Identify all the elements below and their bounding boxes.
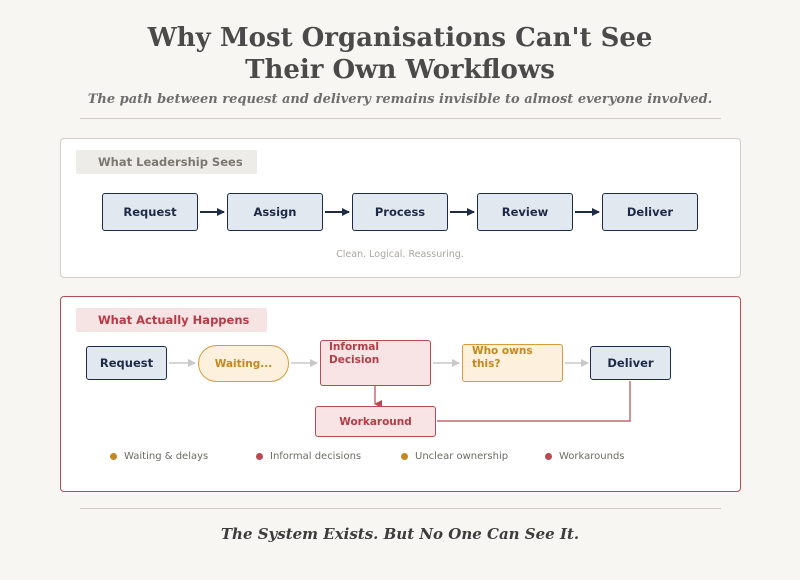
actual-node-deliver: Deliver: [590, 346, 671, 380]
actual-node-informal-decision: Informal Decision: [320, 340, 431, 386]
actual-node-request: Request: [86, 346, 167, 380]
title-line-2: Their Own Workflows: [245, 55, 555, 85]
header-divider: [80, 118, 721, 119]
page-subtitle: The path between request and delivery re…: [87, 92, 713, 107]
legend-item-ownership: Unclear ownership: [401, 451, 508, 462]
legend-dot-red: [256, 453, 263, 460]
leadership-step-assign: Assign: [227, 193, 323, 231]
legend-item-waiting: Waiting & delays: [110, 451, 208, 462]
who-owns-line-2: this?: [472, 358, 501, 370]
legend-dot-amber: [110, 453, 117, 460]
informal-decision-line-2: Decision: [329, 354, 380, 366]
leadership-step-review: Review: [477, 193, 573, 231]
legend-label: Unclear ownership: [415, 451, 509, 462]
legend-dot-red: [545, 453, 552, 460]
leadership-caption: Clean. Logical. Reassuring.: [336, 249, 464, 260]
legend-item-informal: Informal decisions: [256, 451, 361, 462]
title-line-1: Why Most Organisations Can't See: [147, 23, 653, 53]
footer-tagline: The System Exists. But No One Can See It…: [220, 525, 580, 543]
informal-decision-line-1: Informal: [329, 341, 379, 353]
legend-dot-amber: [401, 453, 408, 460]
leadership-step-deliver: Deliver: [602, 193, 698, 231]
legend-label: Informal decisions: [270, 451, 362, 462]
legend-item-workarounds: Workarounds: [545, 451, 625, 462]
who-owns-line-1: Who owns: [472, 345, 533, 357]
actual-node-waiting: Waiting...: [198, 345, 289, 382]
leadership-step-process: Process: [352, 193, 448, 231]
legend-label: Waiting & delays: [124, 451, 209, 462]
leadership-panel-label: What Leadership Sees: [76, 150, 257, 174]
actual-panel-label: What Actually Happens: [76, 308, 267, 332]
page-title: Why Most Organisations Can't See Their O…: [0, 22, 800, 86]
leadership-step-request: Request: [102, 193, 198, 231]
legend-label: Workarounds: [559, 451, 625, 462]
actual-node-who-owns: Who owns this?: [462, 344, 563, 382]
line-workaround-to-deliver: [437, 381, 631, 422]
actual-node-workaround: Workaround: [315, 406, 436, 437]
footer-divider: [80, 508, 721, 509]
